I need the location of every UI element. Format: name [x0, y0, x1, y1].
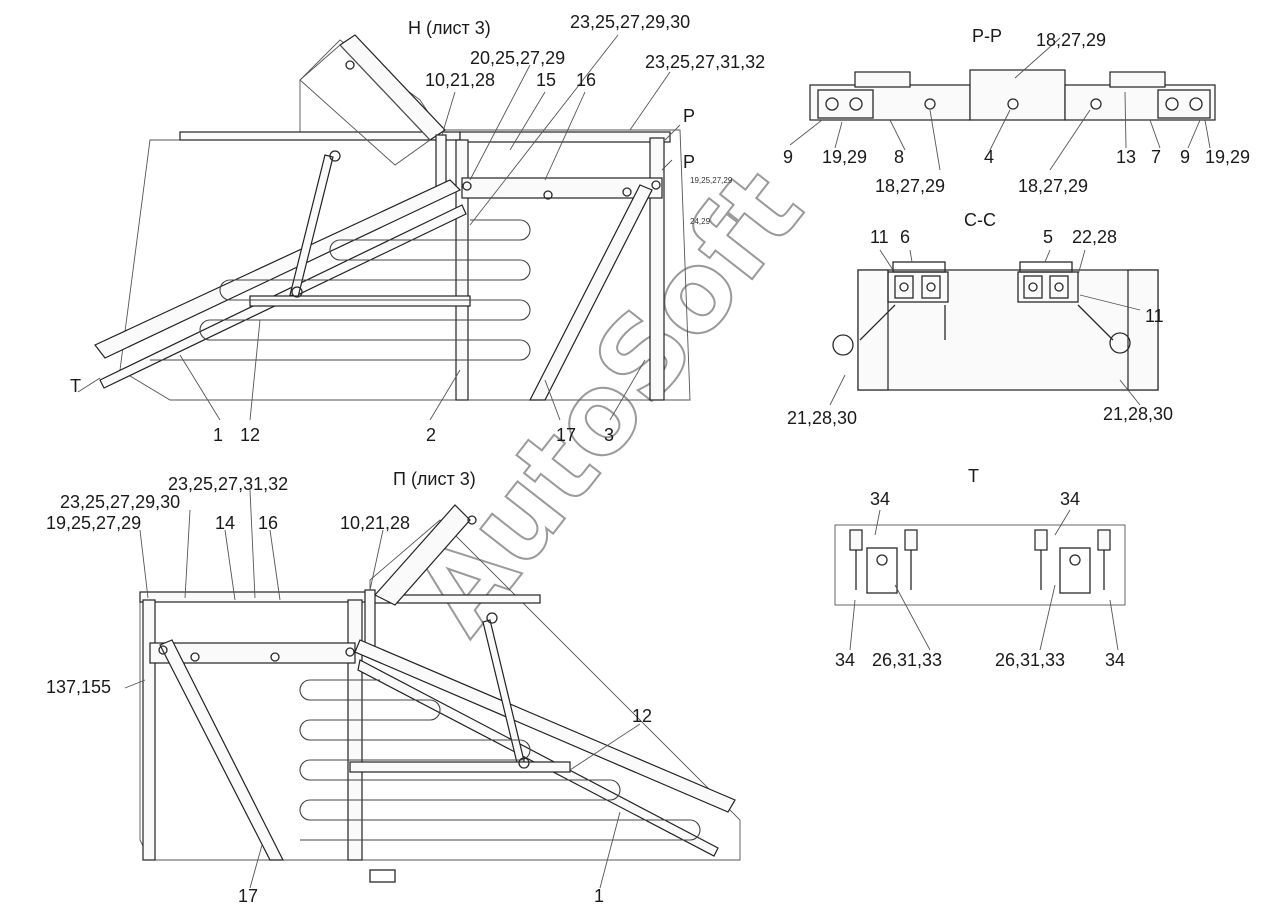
callout: 19,29 [822, 147, 867, 167]
callout: 1 [213, 425, 223, 445]
callout: 9 [783, 147, 793, 167]
view-t-title: Т [968, 466, 979, 486]
callout: 5 [1043, 227, 1053, 247]
callout: 3 [604, 425, 614, 445]
callout: 11 [1145, 306, 1164, 326]
section-cc: С-С 11 6 5 22,28 11 21,28,30 21,28,30 [787, 210, 1173, 428]
section-pp-title: Р-Р [972, 26, 1002, 46]
callout: 34 [835, 650, 855, 670]
callout: 13 [1116, 147, 1136, 167]
view-mark: Т [70, 376, 81, 396]
callout: 6 [900, 227, 910, 247]
callout: 9 [1180, 147, 1190, 167]
view-t: Т 34 34 34 26,31,33 26,31,33 34 [834, 466, 1126, 670]
section-mark: Р [683, 106, 695, 126]
callout: 2 [426, 425, 436, 445]
callout: 23,25,27,31,32 [168, 474, 288, 494]
callout: 26,31,33 [995, 650, 1065, 670]
small-label: 19,25,27,29 [690, 176, 733, 185]
callout: 12 [240, 425, 260, 445]
section-pp: Р-Р 18,27,29 9 19,29 8 4 13 7 9 19,29 18… [783, 26, 1250, 196]
callout: 19,29 [1205, 147, 1250, 167]
callout: 34 [1060, 489, 1080, 509]
callout: 18,27,29 [1018, 176, 1088, 196]
view-p-title: П (лист 3) [393, 469, 476, 489]
callout: 21,28,30 [1103, 404, 1173, 424]
callout: 14 [215, 513, 235, 533]
callout: 10,21,28 [425, 70, 495, 90]
callout: 16 [258, 513, 278, 533]
callout: 18,27,29 [1036, 30, 1106, 50]
callout: 15 [536, 70, 556, 90]
callout: 17 [238, 886, 258, 906]
section-cc-title: С-С [964, 210, 996, 230]
callout: 23,25,27,29,30 [570, 12, 690, 32]
callout: 7 [1151, 147, 1161, 167]
callout: 10,21,28 [340, 513, 410, 533]
callout: 18,27,29 [875, 176, 945, 196]
watermark: AutoSoft [390, 146, 828, 656]
callout: 23,25,27,31,32 [645, 52, 765, 72]
callout: 20,25,27,29 [470, 48, 565, 68]
callout: 12 [632, 706, 652, 726]
callout: 1 [594, 886, 604, 906]
callout: 17 [556, 425, 576, 445]
callout: 34 [1105, 650, 1125, 670]
callout: 23,25,27,29,30 [60, 492, 180, 512]
callout: 26,31,33 [872, 650, 942, 670]
callout: 137,155 [46, 677, 111, 697]
callout: 4 [984, 147, 994, 167]
callout: 21,28,30 [787, 408, 857, 428]
small-label: 24,29 [690, 217, 711, 226]
view-h-title: Н (лист 3) [408, 18, 491, 38]
callout: 8 [894, 147, 904, 167]
callout: 34 [870, 489, 890, 509]
view-h: Н (лист 3) 23,25,27,29,30 20,25,27,29 10… [70, 12, 765, 445]
callout: 11 [870, 227, 889, 247]
callout: 16 [576, 70, 596, 90]
callout: 22,28 [1072, 227, 1117, 247]
view-p: П (лист 3) 23,25,27,31,32 23,25,27,29,30… [46, 469, 741, 906]
callout: 19,25,27,29 [46, 513, 141, 533]
section-mark: Р [683, 152, 695, 172]
